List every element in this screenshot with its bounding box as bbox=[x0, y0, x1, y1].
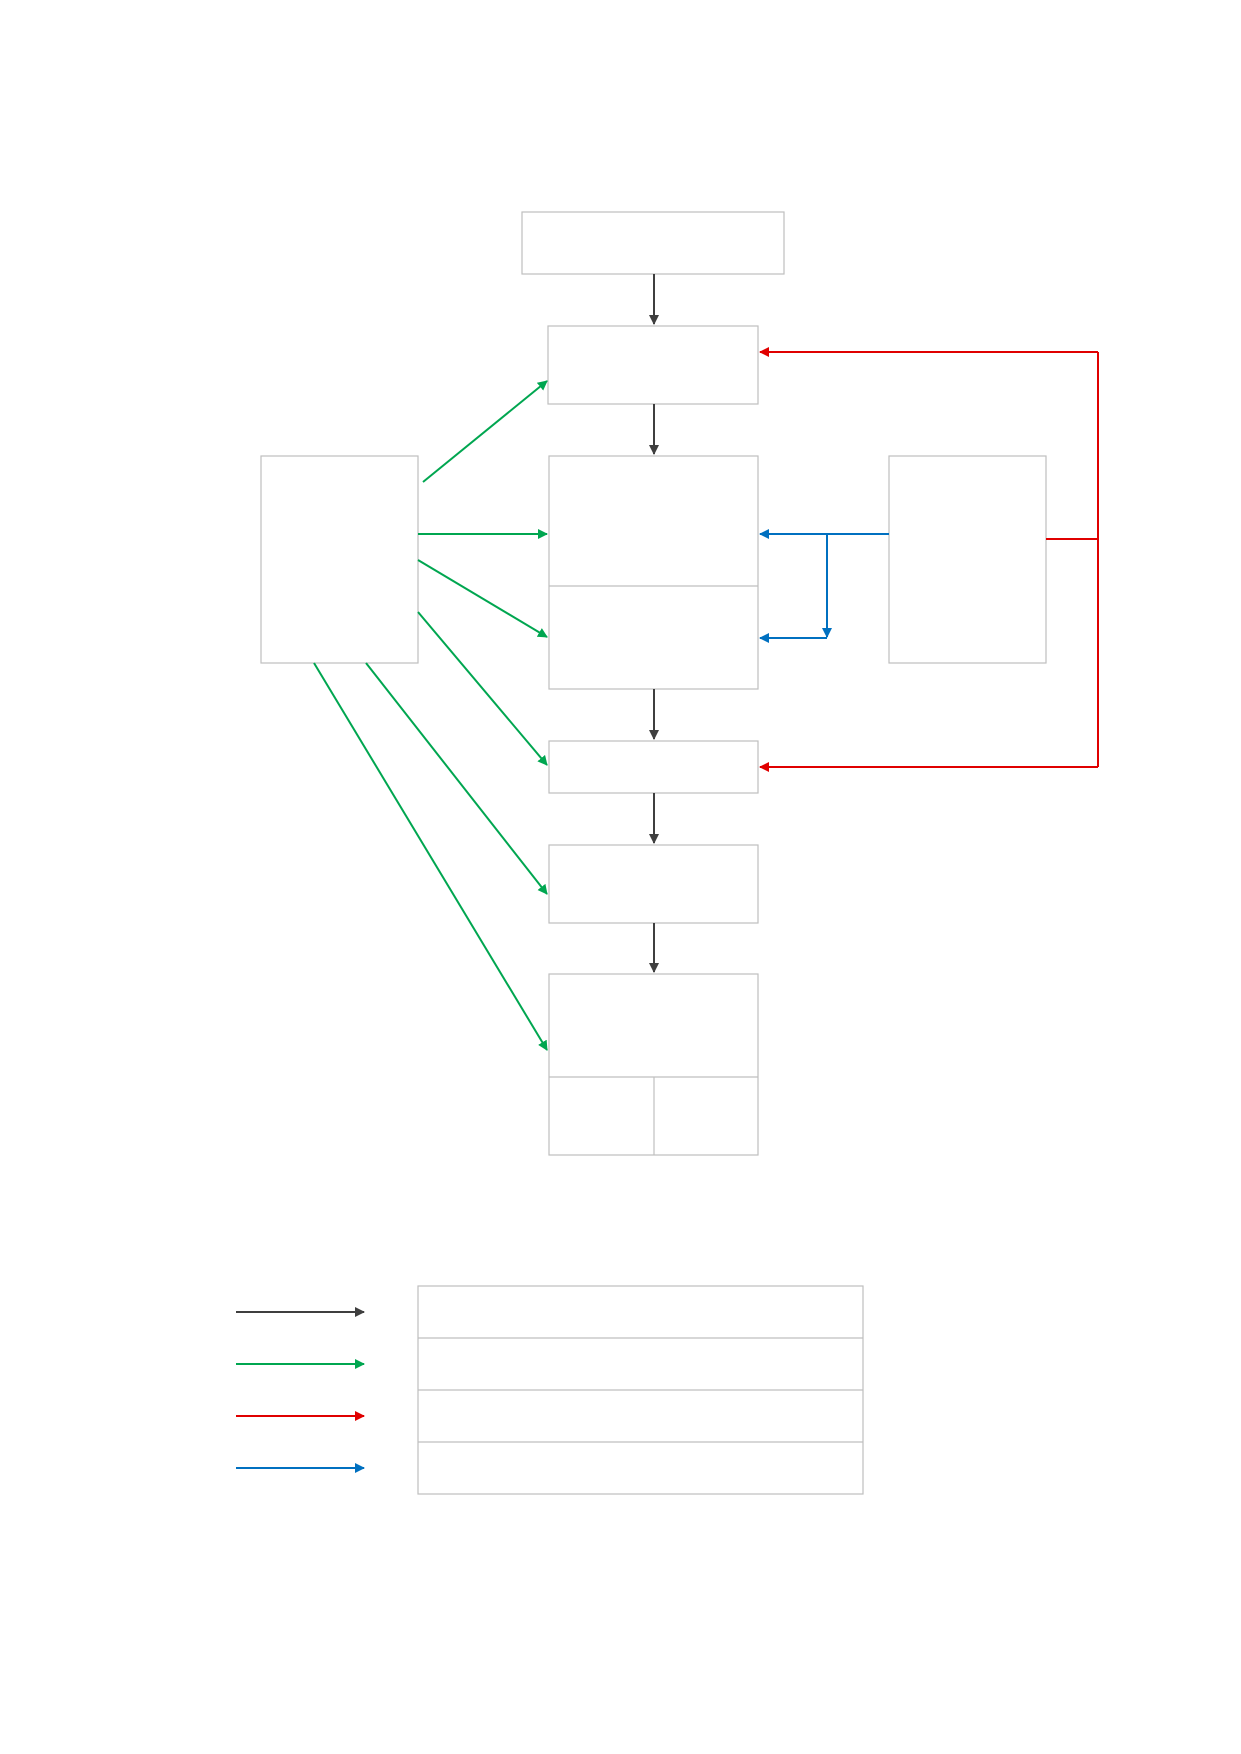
green-arrow-1 bbox=[422, 380, 548, 483]
step-1-box bbox=[547, 325, 759, 405]
green-arrow-5 bbox=[365, 662, 548, 895]
legend bbox=[236, 1285, 864, 1495]
green-arrow-4 bbox=[417, 611, 548, 766]
top-box bbox=[521, 211, 785, 275]
step-2-box bbox=[548, 455, 759, 690]
green-arrow-6 bbox=[313, 662, 548, 1051]
step-4-box bbox=[548, 844, 759, 924]
right-source-box bbox=[888, 455, 1047, 664]
green-arrow-3 bbox=[417, 559, 548, 638]
step-3-box bbox=[548, 740, 759, 794]
left-source-box bbox=[260, 455, 419, 664]
